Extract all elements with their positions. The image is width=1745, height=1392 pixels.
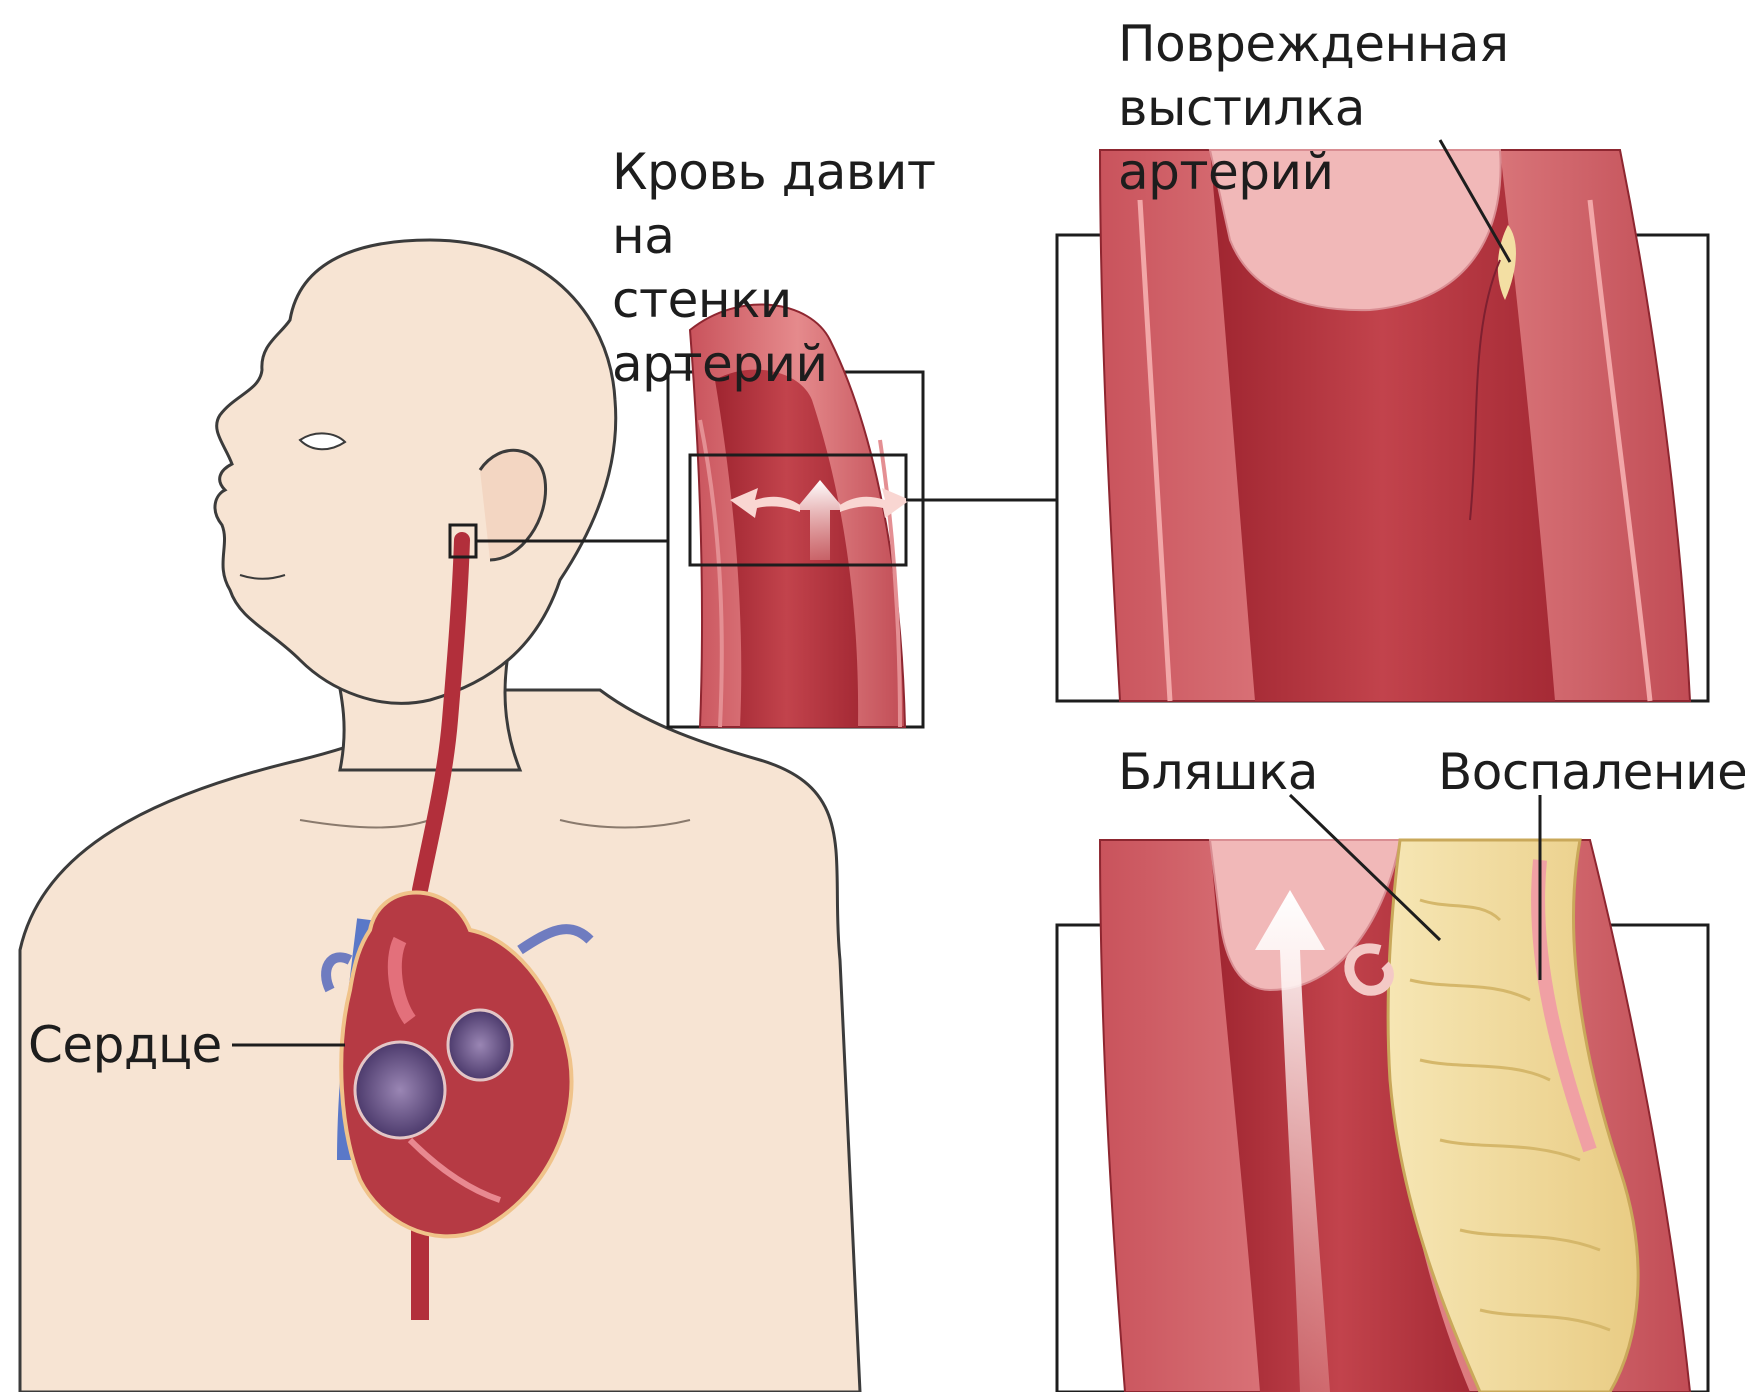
blood-pressure-label: Кровь давит на стенки артерий	[612, 140, 972, 396]
damaged-lining-label-line-1: Поврежденная	[1118, 12, 1578, 76]
blood-pressure-label-line-2: стенки артерий	[612, 268, 972, 396]
damaged-lining-label: Поврежденная выстилка артерий	[1118, 12, 1578, 204]
inflammation-label: Воспаление	[1438, 740, 1745, 804]
damaged-lining-label-line-2: выстилка артерий	[1118, 76, 1578, 204]
damaged-lining-panel	[1057, 140, 1708, 701]
heart-label: Сердце	[28, 1013, 222, 1077]
plaque-label: Бляшка	[1118, 740, 1318, 804]
head	[215, 240, 616, 703]
blood-pressure-label-line-1: Кровь давит на	[612, 140, 972, 268]
plaque-panel	[1057, 795, 1708, 1392]
